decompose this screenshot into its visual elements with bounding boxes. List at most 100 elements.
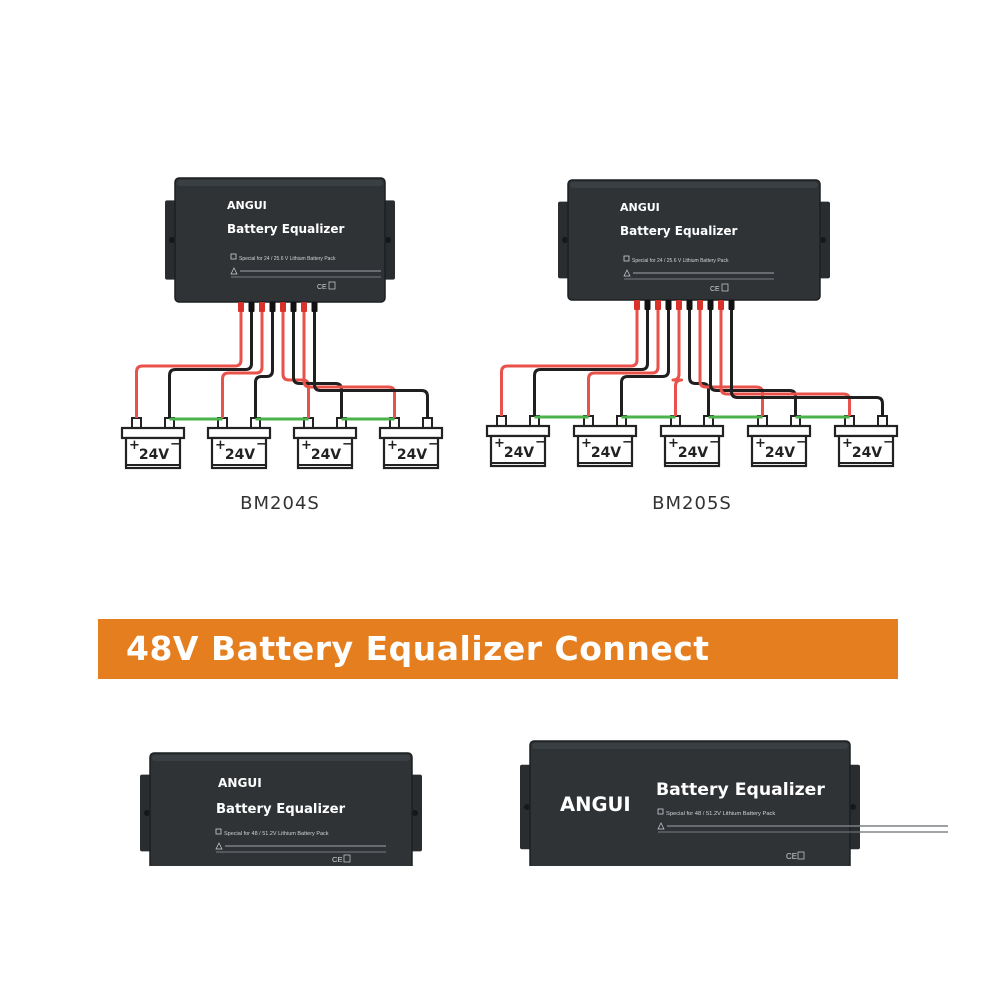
device-title: Battery Equalizer xyxy=(216,802,346,817)
positive-wire xyxy=(587,310,660,416)
device-spec-note: Special for 24 / 25.6 V Lithium Battery … xyxy=(632,258,729,264)
ce-mark: CE xyxy=(786,852,798,861)
battery-body xyxy=(210,436,268,470)
recycle-icon xyxy=(721,283,729,292)
connector-pin xyxy=(718,300,724,310)
battery-minus-sign: − xyxy=(342,437,353,452)
negative-wire xyxy=(168,312,253,418)
warning-icon xyxy=(657,822,665,830)
battery-voltage-label: 24V xyxy=(678,445,708,461)
check-icon xyxy=(230,253,237,260)
image-crop-mask xyxy=(0,866,1000,1000)
recycle-icon xyxy=(343,854,351,863)
device-body xyxy=(567,179,821,301)
recycle-icon xyxy=(797,851,805,860)
battery-body xyxy=(124,436,182,470)
battery-voltage-label: 24V xyxy=(852,445,882,461)
device-title: Battery Equalizer xyxy=(656,780,825,800)
battery: +−24V xyxy=(485,415,551,468)
battery-voltage-label: 24V xyxy=(397,447,427,463)
screw-hole-icon xyxy=(562,237,568,243)
battery-body xyxy=(663,434,721,468)
warning-icon xyxy=(215,842,223,850)
connector-pin xyxy=(697,300,703,310)
battery-minus-sign: − xyxy=(622,435,633,450)
ce-mark: CE xyxy=(317,284,327,291)
device-body xyxy=(174,177,386,303)
device-spec-note: Special for 48 / 51.2V Lithium Battery P… xyxy=(666,811,775,817)
battery-plus-sign: + xyxy=(581,436,592,451)
battery-body xyxy=(296,436,354,470)
warning-icon xyxy=(623,269,631,277)
battery-minus-sign: − xyxy=(883,435,894,450)
negative-wire xyxy=(730,310,884,416)
negative-wire xyxy=(533,310,649,416)
negative-wire xyxy=(313,312,429,418)
battery: + −24V xyxy=(659,415,725,468)
screw-hole-icon xyxy=(385,237,391,243)
battery-plus-sign: + xyxy=(755,436,766,451)
connector-pin xyxy=(676,300,682,310)
screw-hole-icon xyxy=(169,237,175,243)
connector-pin xyxy=(655,300,661,310)
battery-body xyxy=(382,436,440,470)
battery-minus-sign: − xyxy=(796,435,807,450)
positive-wire xyxy=(719,310,851,416)
positive-wire xyxy=(671,310,683,416)
connector-pin xyxy=(665,300,672,310)
battery: + −24V xyxy=(292,417,358,470)
battery: +−24V xyxy=(572,415,638,468)
negative-wire xyxy=(620,310,670,416)
screw-hole-icon xyxy=(144,810,150,816)
connector-pin xyxy=(301,302,307,312)
positive-wire xyxy=(302,312,396,418)
battery-plus-sign: + xyxy=(301,438,312,453)
screw-hole-icon xyxy=(412,810,418,816)
recycle-icon xyxy=(328,281,336,290)
battery-voltage-label: 24V xyxy=(311,447,341,463)
battery: + −24V xyxy=(833,415,899,468)
battery-minus-sign: − xyxy=(535,435,546,450)
battery-minus-sign: − xyxy=(428,437,439,452)
battery: +−24V xyxy=(120,417,186,470)
connector-pin xyxy=(259,302,265,312)
negative-wire xyxy=(292,312,343,418)
banner-title: 48V Battery Equalizer Connect xyxy=(126,629,710,668)
battery-voltage-label: 24V xyxy=(139,447,169,463)
section-banner: 48V Battery Equalizer Connect xyxy=(98,619,898,679)
connector-pin xyxy=(290,302,297,312)
device-top-highlight xyxy=(177,180,383,186)
check-icon xyxy=(623,255,630,262)
screw-hole-icon xyxy=(820,237,826,243)
battery-plus-sign: + xyxy=(387,438,398,453)
connector-pin xyxy=(728,300,735,310)
battery-minus-sign: − xyxy=(170,437,181,452)
battery-minus-sign: − xyxy=(256,437,267,452)
battery-plus-sign: + xyxy=(842,436,853,451)
connector-pin xyxy=(248,302,255,312)
battery-plus-sign: + xyxy=(668,436,679,451)
ce-mark: CE xyxy=(332,855,343,864)
connector-pin xyxy=(686,300,693,310)
positive-terminal xyxy=(131,417,142,429)
positive-wire xyxy=(135,312,243,418)
battery-voltage-label: 24V xyxy=(225,447,255,463)
negative-terminal xyxy=(877,415,888,427)
battery-voltage-label: 24V xyxy=(765,445,795,461)
model-label: BM205S xyxy=(652,493,732,514)
connector-pin xyxy=(707,300,714,310)
device-top-highlight xyxy=(570,182,818,188)
battery-body xyxy=(750,434,808,468)
device-title: Battery Equalizer xyxy=(620,224,738,238)
battery: + −24V xyxy=(378,417,444,470)
brand-logo: ANGUI xyxy=(218,776,262,790)
check-icon xyxy=(657,808,664,815)
battery-minus-sign: − xyxy=(709,435,720,450)
positive-terminal xyxy=(496,415,507,427)
